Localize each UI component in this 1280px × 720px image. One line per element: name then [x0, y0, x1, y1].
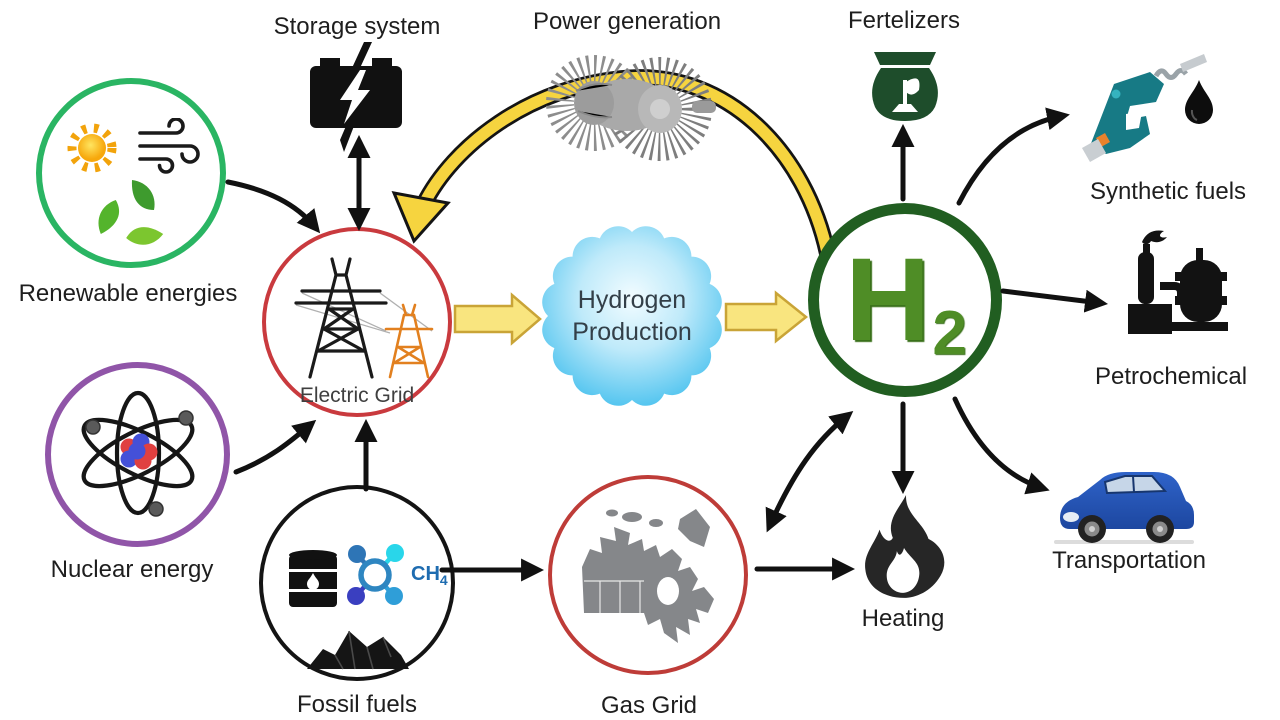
- arrow-h2-gasgrid-bidirectional: [765, 410, 854, 533]
- sun-icon: [67, 123, 117, 173]
- arrow-h2-to-petrochemical: [1000, 288, 1108, 313]
- storage-system-label: Storage system: [273, 13, 441, 40]
- flame-icon: [865, 495, 945, 598]
- electric-grid-node: Electric Grid: [262, 227, 452, 417]
- arrow-nuclear-to-grid: [233, 419, 317, 475]
- fertilizers-label: Fertelizers: [847, 7, 961, 34]
- recycle-leaves-icon: [98, 180, 164, 245]
- atom-icon: [81, 390, 195, 517]
- coal-pile-icon: [307, 630, 409, 670]
- car-icon: [1054, 472, 1194, 544]
- heating-label: Heating: [861, 605, 945, 632]
- ch4-molecule-icon: [347, 544, 404, 605]
- oil-drop-icon: [1185, 80, 1213, 124]
- oil-barrel-icon: [289, 550, 337, 607]
- turbine-icon: [546, 55, 716, 161]
- electric-grid-label: Electric Grid: [299, 384, 415, 407]
- methane-molecule: CH4: [347, 543, 448, 607]
- transportation-label: Transportation: [1052, 547, 1206, 574]
- ribbon-arrowhead: [391, 191, 451, 244]
- wind-icon: [138, 118, 200, 174]
- petrochemical-label: Petrochemical: [1094, 363, 1248, 390]
- h2-symbol: H: [845, 234, 931, 366]
- block-arrow-production-to-h2: [724, 290, 809, 344]
- fossil-fuels-label: Fossil fuels: [296, 691, 418, 718]
- nuclear-energy-label: Nuclear energy: [50, 556, 214, 583]
- nuclear-energy-node: [45, 362, 230, 547]
- hydrogen-production-text: Hydrogen Production: [572, 285, 692, 347]
- arrow-renewable-to-grid: [225, 179, 321, 234]
- refinery-icon: [1128, 230, 1228, 334]
- h2-subscript: 2: [932, 299, 967, 368]
- renewable-energies-node: [36, 78, 226, 268]
- arrow-h2-to-transportation: [952, 396, 1050, 495]
- renewable-energies-label: Renewable energies: [18, 280, 238, 307]
- transmission-towers-icon: [294, 257, 434, 379]
- h2-node: H 2: [808, 203, 1002, 397]
- small-tower: [384, 303, 434, 379]
- fossil-fuels-node: CH4: [259, 485, 455, 681]
- gas-grid-label: Gas Grid: [600, 692, 698, 719]
- synthetic-fuels-label: Synthetic fuels: [1089, 178, 1247, 205]
- block-arrow-grid-to-production: [453, 292, 542, 346]
- nucleus: [120, 433, 158, 470]
- electrons: [85, 410, 194, 517]
- large-tower: [294, 257, 388, 379]
- gas-grid-node: [548, 475, 748, 675]
- battery-icon: [310, 42, 402, 152]
- canada-map-icon: [582, 509, 714, 643]
- fertilizer-bag-icon: [872, 52, 938, 121]
- arrow-h2-to-synthetic-fuels: [956, 107, 1070, 206]
- power-generation-label: Power generation: [532, 8, 722, 35]
- ch4-label: CH4: [411, 562, 448, 588]
- fuel-nozzle-icon: [1082, 54, 1207, 162]
